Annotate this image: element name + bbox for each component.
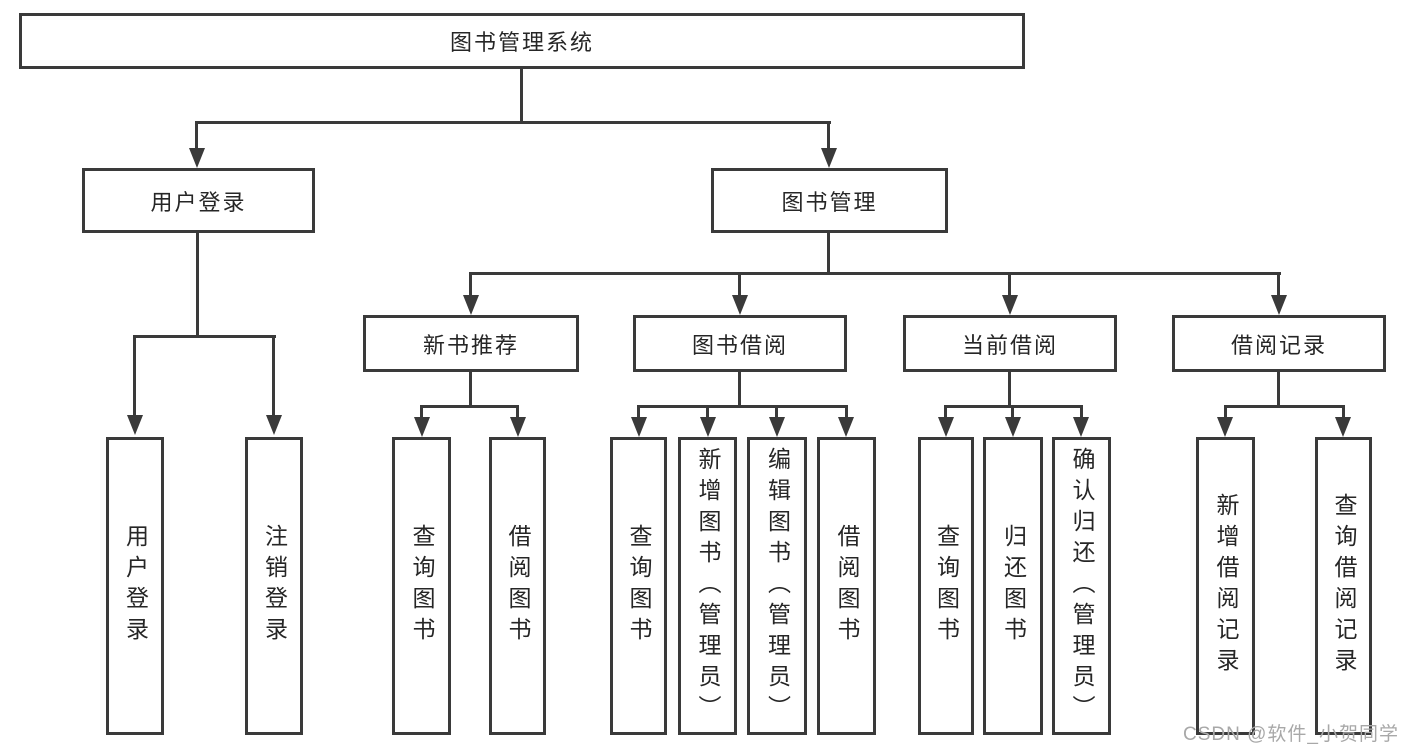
- arrowhead-icon: [189, 148, 205, 168]
- connector-line: [944, 405, 947, 417]
- arrowhead-icon: [266, 415, 282, 435]
- leaf-logout: 注销登录: [245, 437, 303, 735]
- connector-line: [1224, 405, 1227, 417]
- node-library-system: 图书管理系统: [19, 13, 1025, 69]
- node-label: 新书推荐: [422, 332, 519, 358]
- arrowhead-icon: [127, 415, 143, 435]
- leaf-query-book-borrow: 查询图书: [610, 437, 667, 735]
- node-label: 编辑图书（管理员）: [764, 446, 791, 726]
- connector-line: [516, 405, 519, 417]
- connector-line: [1342, 405, 1345, 417]
- arrowhead-icon: [463, 295, 479, 315]
- node-label: 查询图书: [409, 524, 435, 648]
- node-book-management: 图书管理: [711, 168, 948, 233]
- connector-line: [945, 405, 1083, 408]
- node-label: 新增借阅记录: [1213, 493, 1239, 679]
- arrowhead-icon: [1335, 417, 1351, 437]
- arrowhead-icon: [938, 417, 954, 437]
- arrowhead-icon: [510, 417, 526, 437]
- connector-line: [134, 335, 276, 338]
- leaf-query-book-current: 查询图书: [918, 437, 974, 735]
- connector-line: [827, 233, 830, 272]
- connector-line: [469, 372, 472, 405]
- connector-line: [1277, 272, 1280, 295]
- arrowhead-icon: [769, 417, 785, 437]
- connector-line: [1277, 372, 1280, 405]
- connector-line: [1080, 405, 1083, 417]
- connector-line: [420, 405, 423, 417]
- node-label: 确认归还（管理员）: [1069, 446, 1095, 726]
- connector-line: [706, 405, 709, 417]
- node-user-login: 用户登录: [82, 168, 315, 233]
- arrowhead-icon: [821, 148, 837, 168]
- node-label: 图书借阅: [691, 332, 788, 358]
- leaf-edit-book-admin: 编辑图书（管理员）: [747, 437, 807, 735]
- connector-line: [1008, 272, 1011, 295]
- leaf-query-borrow-record: 查询借阅记录: [1315, 437, 1372, 735]
- node-label: 归还图书: [1000, 524, 1027, 648]
- node-current-borrow: 当前借阅: [903, 315, 1117, 372]
- leaf-query-book-recommend: 查询图书: [392, 437, 451, 735]
- node-book-borrow: 图书借阅: [633, 315, 847, 372]
- arrowhead-icon: [1073, 417, 1089, 437]
- node-label: 借阅图书: [834, 524, 860, 648]
- connector-line: [133, 335, 136, 415]
- connector-line: [845, 405, 848, 417]
- leaf-borrow-book: 借阅图书: [817, 437, 876, 735]
- node-label: 查询图书: [933, 524, 960, 648]
- connector-line: [420, 405, 519, 408]
- connector-line: [469, 272, 472, 295]
- node-label: 用户登录: [150, 189, 247, 215]
- node-label: 当前借阅: [961, 332, 1058, 358]
- arrowhead-icon: [1005, 417, 1021, 437]
- leaf-borrow-book-recommend: 借阅图书: [489, 437, 546, 735]
- node-label: 查询图书: [626, 524, 652, 648]
- connector-line: [1224, 405, 1345, 408]
- connector-line: [196, 121, 831, 124]
- node-label: 注销登录: [261, 524, 288, 648]
- arrowhead-icon: [732, 295, 748, 315]
- node-label: 新增图书（管理员）: [695, 446, 721, 726]
- connector-line: [470, 272, 1281, 275]
- connector-line: [827, 121, 830, 148]
- arrowhead-icon: [1002, 295, 1018, 315]
- connector-line: [196, 233, 199, 335]
- connector-line: [195, 121, 198, 148]
- arrowhead-icon: [1271, 295, 1287, 315]
- arrowhead-icon: [1217, 417, 1233, 437]
- arrowhead-icon: [838, 417, 854, 437]
- connector-line: [1011, 405, 1014, 417]
- connector-line: [637, 405, 640, 417]
- node-label: 查询借阅记录: [1331, 493, 1357, 679]
- node-label: 用户登录: [122, 524, 149, 648]
- arrowhead-icon: [414, 417, 430, 437]
- arrowhead-icon: [700, 417, 716, 437]
- connector-line: [738, 372, 741, 405]
- connector-line: [637, 405, 848, 408]
- node-borrow-records: 借阅记录: [1172, 315, 1386, 372]
- leaf-user-login: 用户登录: [106, 437, 164, 735]
- node-label: 借阅记录: [1230, 332, 1327, 358]
- arrowhead-icon: [631, 417, 647, 437]
- node-label: 图书管理: [781, 189, 878, 215]
- connector-line: [738, 272, 741, 295]
- node-label: 借阅图书: [505, 524, 531, 648]
- node-new-book-recommend: 新书推荐: [363, 315, 579, 372]
- leaf-confirm-return-admin: 确认归还（管理员）: [1052, 437, 1111, 735]
- watermark: CSDN @软件_小贺同学: [1183, 724, 1399, 745]
- connector-line: [272, 335, 275, 415]
- leaf-add-book-admin: 新增图书（管理员）: [678, 437, 737, 735]
- leaf-return-book: 归还图书: [983, 437, 1043, 735]
- connector-line: [775, 405, 778, 417]
- leaf-add-borrow-record: 新增借阅记录: [1196, 437, 1255, 735]
- connector-line: [520, 69, 523, 121]
- node-label: 图书管理系统: [449, 30, 594, 55]
- connector-line: [1008, 372, 1011, 405]
